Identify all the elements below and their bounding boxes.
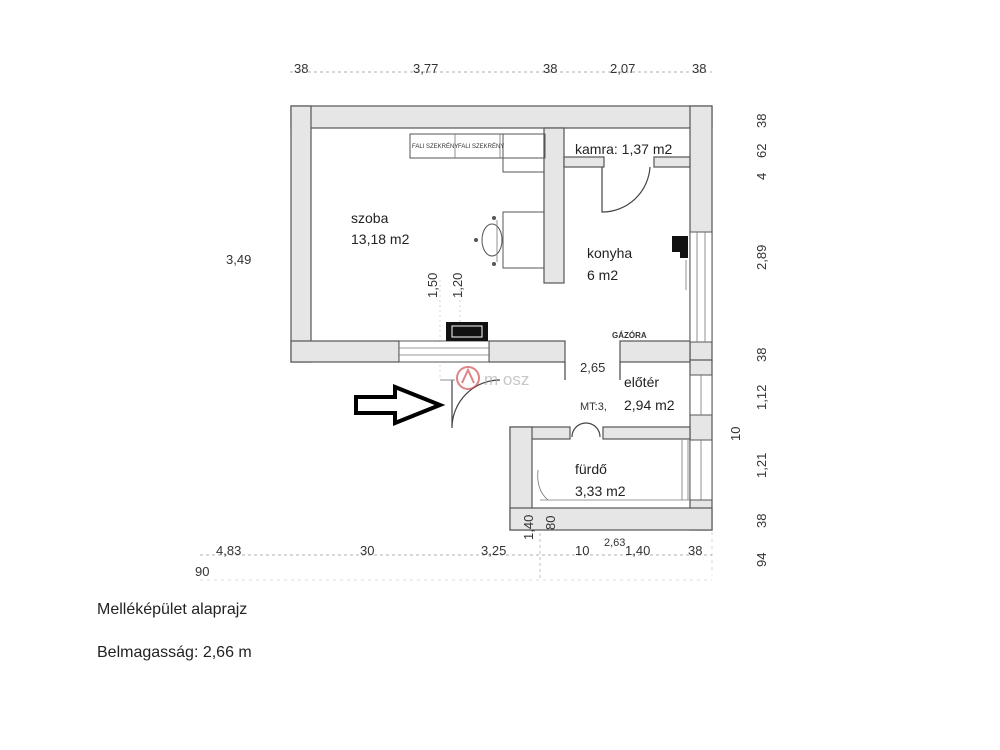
svg-text:38: 38 [754,114,769,128]
mt-label: MT:3, [580,401,607,413]
svg-text:38: 38 [543,61,557,76]
room-furdo-name: fürdő [575,461,607,477]
svg-text:1,20: 1,20 [450,273,465,298]
dimension-left: 3,49 [226,252,251,267]
room-kamra-label: kamra: 1,37 m2 [575,141,672,157]
svg-text:2,65: 2,65 [580,360,605,375]
ceiling-height: Belmagasság: 2,66 m [97,644,252,661]
svg-text:62: 62 [754,144,769,158]
wardrobe-label-1: FALI SZEKRÉNY [412,143,458,150]
svg-text:1,12: 1,12 [754,385,769,410]
gas-meter-label: GÁZÓRA [612,331,647,340]
dimensions-right: 38 4 62 2,89 38 1,12 10 1,21 38 94 [728,114,769,567]
plan-title: Melléképület alaprajz [97,601,248,618]
svg-text:1,21: 1,21 [754,453,769,478]
svg-text:1,40: 1,40 [625,543,650,558]
svg-text:1,40: 1,40 [521,515,536,540]
svg-text:38: 38 [688,543,702,558]
dimensions-top: 38 3,77 38 2,07 38 [294,61,706,76]
room-eloter-area: 2,94 m2 [624,397,675,413]
room-furdo-area: 3,33 m2 [575,483,626,499]
svg-text:4,83: 4,83 [216,543,241,558]
svg-text:38: 38 [294,61,308,76]
svg-text:2,89: 2,89 [754,245,769,270]
svg-text:3,77: 3,77 [413,61,438,76]
doors [440,166,651,438]
room-szoba-area: 13,18 m2 [351,231,410,247]
svg-text:38: 38 [692,61,706,76]
room-konyha-area: 6 m2 [587,267,618,283]
svg-text:30: 30 [360,543,374,558]
room-konyha-name: konyha [587,245,632,261]
windows [398,231,713,501]
svg-text:94: 94 [754,553,769,567]
svg-text:2,63: 2,63 [604,537,625,549]
dimensions-inner: 1,50 1,20 2,65 1,40 80 [425,273,605,540]
svg-text:10: 10 [728,427,743,441]
svg-text:38: 38 [754,348,769,362]
svg-text:1,50: 1,50 [425,273,440,298]
wardrobe-label-2: FALI SZEKRÉNY [458,143,504,150]
svg-text:10: 10 [575,543,589,558]
svg-text:90: 90 [195,564,209,579]
watermark-text: m osz [484,370,529,389]
room-eloter-name: előtér [624,374,659,390]
svg-text:4: 4 [754,173,769,180]
svg-text:2,07: 2,07 [610,61,635,76]
svg-text:80: 80 [543,516,558,530]
room-szoba-name: szoba [351,210,389,226]
dimensions-bottom: 4,83 30 3,25 10 2,63 1,40 38 90 [195,537,702,579]
walls [290,105,713,531]
svg-text:38: 38 [754,514,769,528]
entrance-arrow-icon [354,384,446,426]
svg-text:3,25: 3,25 [481,543,506,558]
furniture [409,133,690,501]
watermark-logo: m osz [456,366,529,390]
